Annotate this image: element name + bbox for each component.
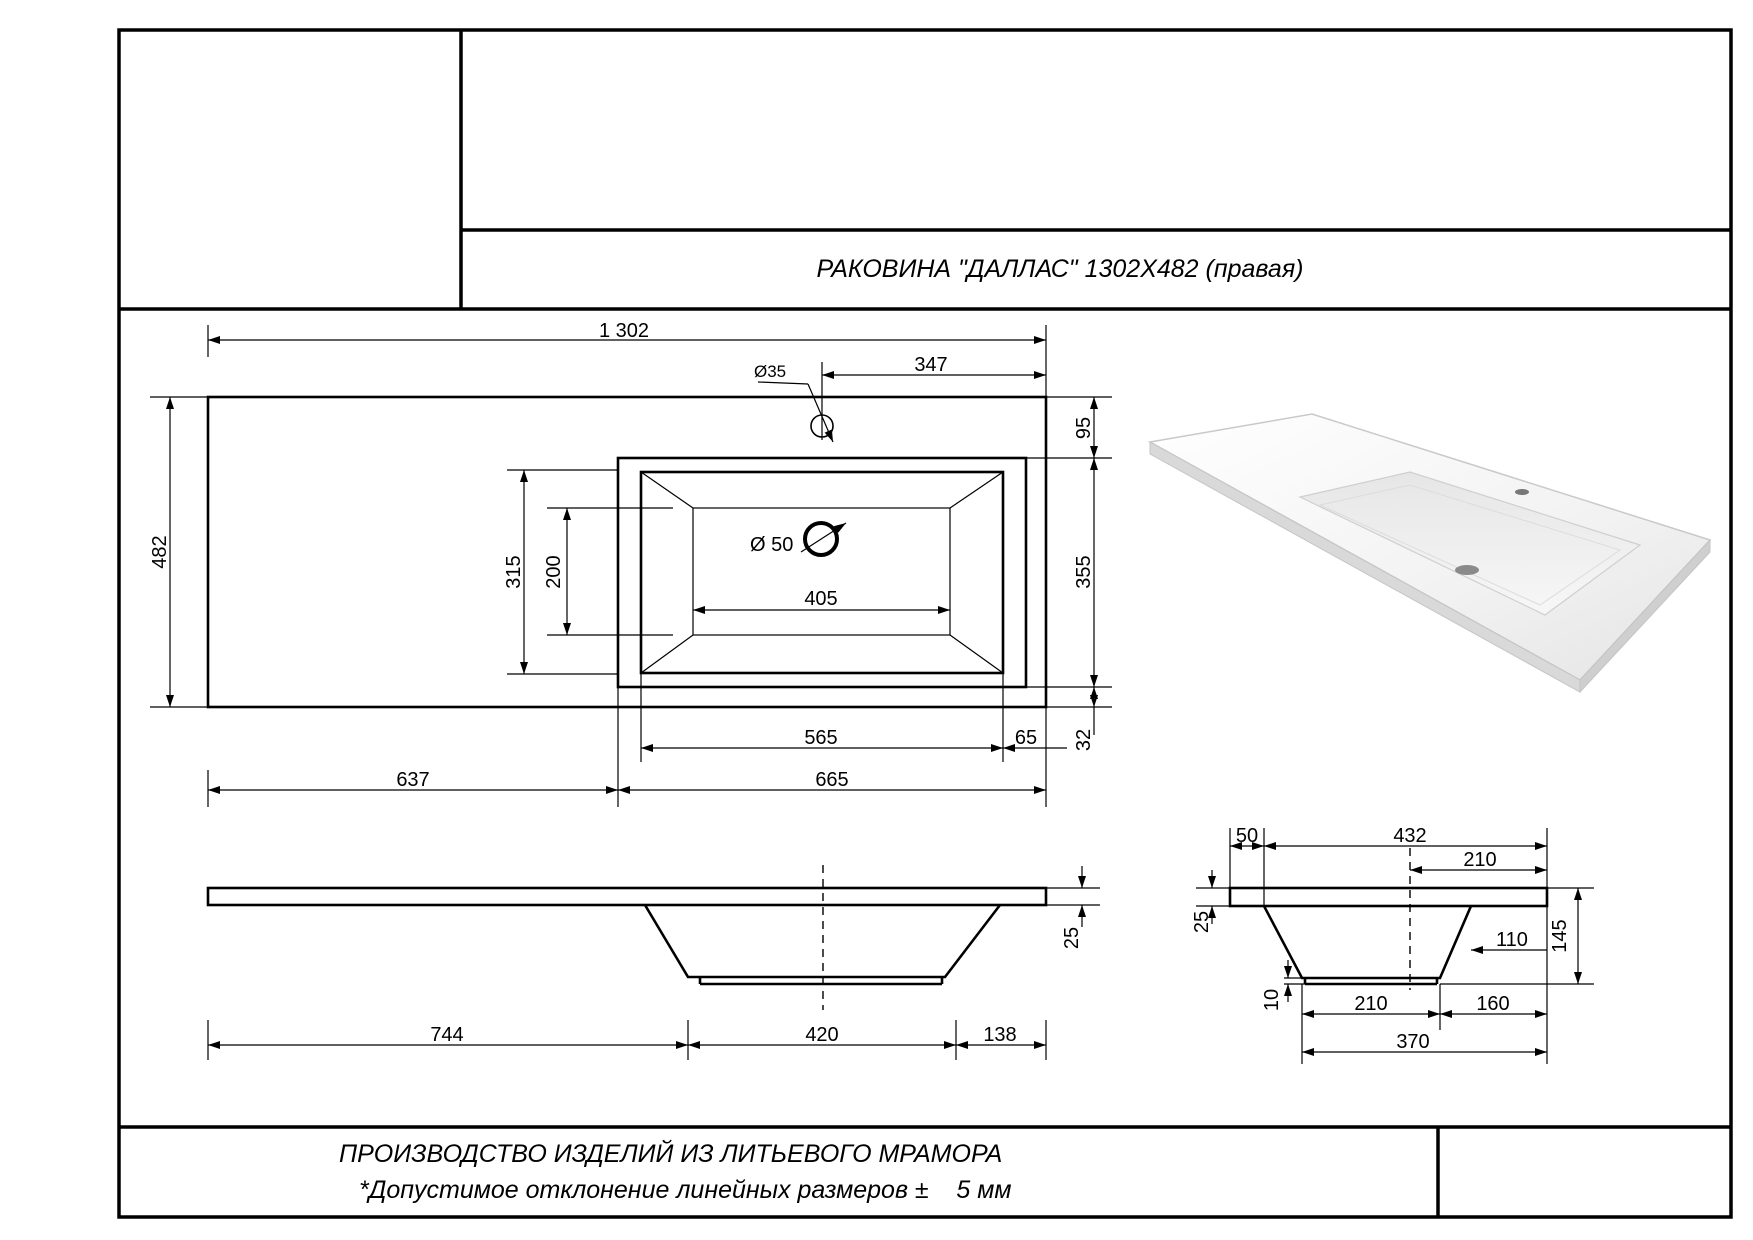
- front-dimensions: 25 744 420 138: [207, 866, 1100, 1060]
- dim-side-height: 145: [1549, 919, 1571, 952]
- side-view: [1228, 848, 1549, 990]
- dim-front-thickness: 25: [1061, 927, 1083, 949]
- dim-bottom-length: 405: [804, 588, 837, 610]
- dim-hole-offset: 347: [914, 354, 947, 376]
- dim-side-bowl-width: 370: [1396, 1031, 1429, 1053]
- dim-bowl-depth: 355: [1073, 555, 1095, 588]
- dim-side-top-thickness: 25: [1191, 911, 1213, 933]
- plan-view: [206, 395, 1048, 709]
- drain-hole: [803, 521, 839, 557]
- dim-front-bowl-bottom: 420: [805, 1024, 838, 1046]
- dim-top-margin: 95: [1073, 417, 1095, 439]
- dim-drain-diameter: Ø 50: [750, 534, 793, 556]
- dim-left-part: 637: [396, 769, 429, 791]
- sheet-frame: [117, 28, 1733, 1219]
- dim-right-part: 665: [815, 769, 848, 791]
- dim-overall-length: 1 302: [599, 320, 649, 342]
- front-view: [206, 865, 1048, 1010]
- dim-drain-spacing: 200: [543, 555, 565, 588]
- dim-side-drain-offset: 110: [1496, 929, 1528, 951]
- footer-tolerance-note: *Допустимое отклонение линейных размеров…: [359, 1176, 1012, 1204]
- dim-bottom-margin: 32: [1073, 729, 1095, 751]
- dim-right-margin: 65: [1015, 727, 1037, 749]
- dim-side-width: 432: [1393, 825, 1426, 847]
- dim-front-left-offset: 744: [430, 1024, 463, 1046]
- side-dimensions: 50 432 210 25 110 145 10 210 160: [1191, 825, 1594, 1064]
- drawing-title: РАКОВИНА "ДАЛЛАС" 1302Х482 (правая): [816, 255, 1303, 283]
- dim-overall-width: 482: [149, 535, 171, 568]
- dim-side-back-offset: 160: [1476, 993, 1509, 1015]
- dim-tap-hole-diameter: Ø35: [754, 362, 786, 381]
- footer-manufacturer: ПРОИЗВОДСТВО ИЗДЕЛИЙ ИЗ ЛИТЬЕВОГО МРАМОР…: [339, 1138, 1002, 1168]
- sink-render: [1147, 413, 1712, 694]
- dim-side-hole-offset: 210: [1463, 849, 1496, 871]
- dim-side-edge: 50: [1236, 825, 1258, 847]
- dim-side-bottom-width: 210: [1354, 993, 1387, 1015]
- dim-side-bottom-thickness: 10: [1261, 989, 1283, 1011]
- dim-front-right-offset: 138: [983, 1024, 1016, 1046]
- plan-dimensions: 1 302 347 Ø35 482 95 355 32 315: [149, 320, 1112, 807]
- dim-bowl-length: 565: [804, 727, 837, 749]
- dim-outer-height: 315: [503, 555, 525, 588]
